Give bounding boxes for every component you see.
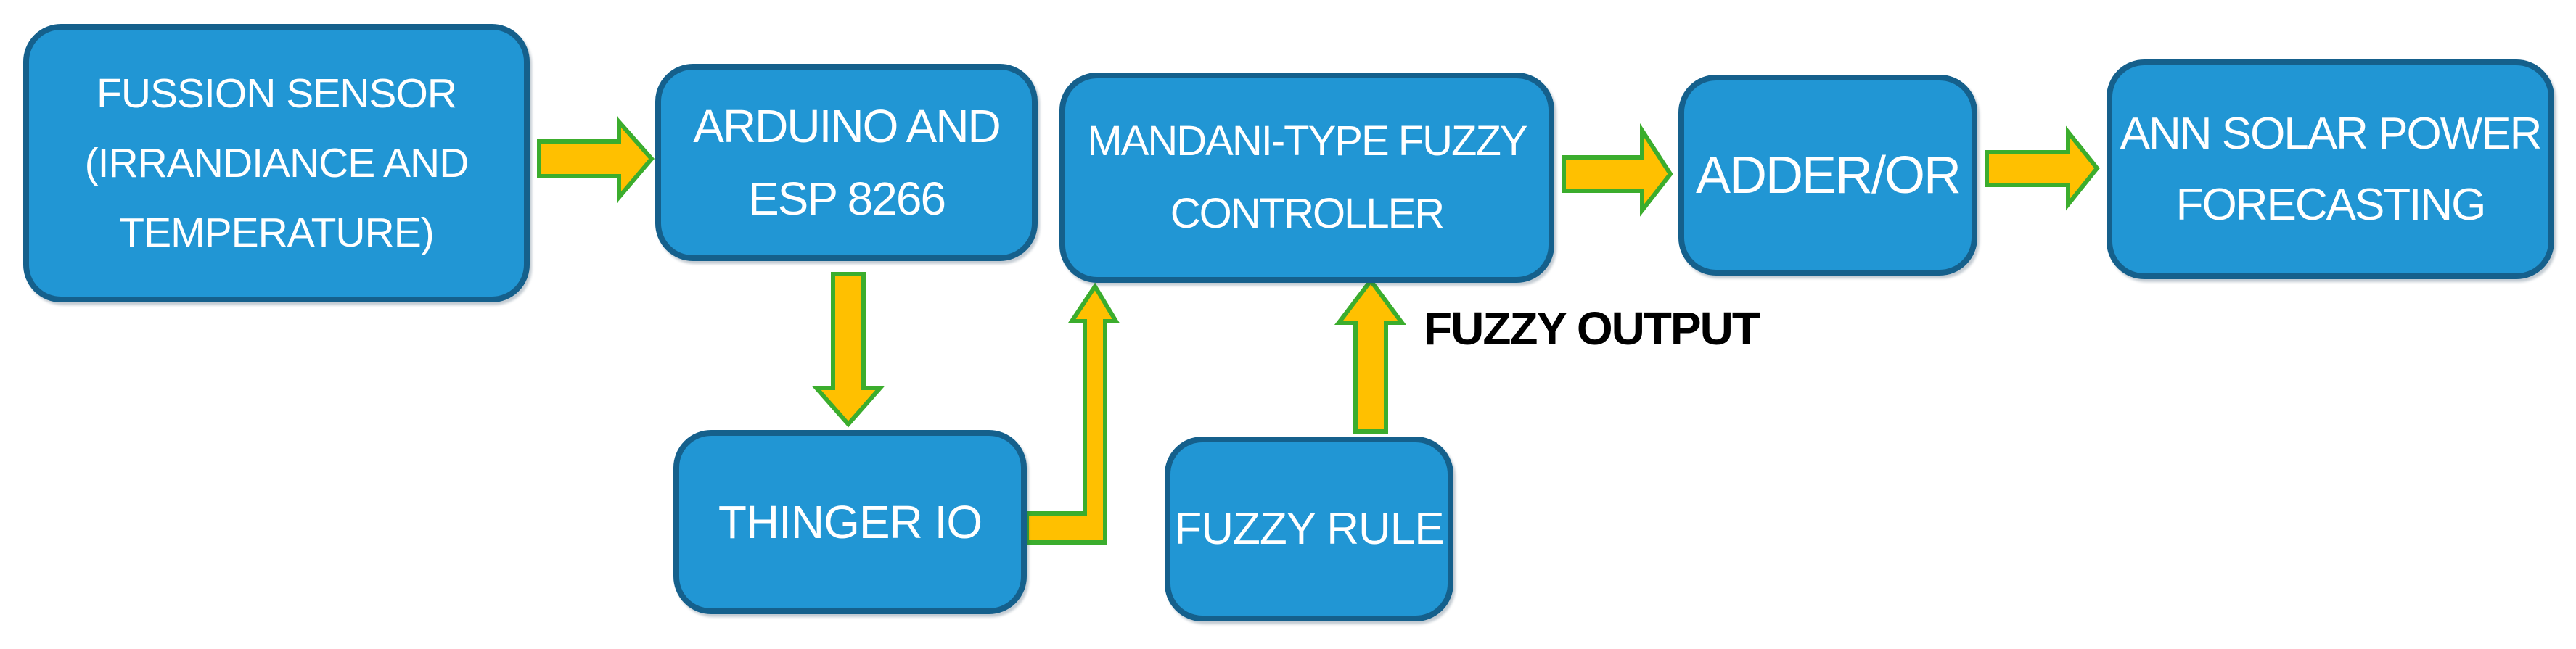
- box-label-line: ESP 8266: [747, 173, 946, 225]
- fuzzy-output-annotation: FUZZY OUTPUT: [1424, 302, 1760, 355]
- arduino-esp8266-box: ARDUINO AND ESP 8266: [655, 64, 1038, 261]
- arrow-thinger-to-mandani-elbow: [1025, 282, 1120, 545]
- box-label-line: TEMPERATURE): [119, 210, 434, 256]
- arrow-fussion-to-arduino: [537, 116, 655, 204]
- adder-or-label: ADDER/OR: [1684, 143, 1972, 208]
- mandani-fuzzy-controller-label: MANDANI-TYPE FUZZY CONTROLLER: [1065, 105, 1549, 250]
- box-label-line: (IRRANDIANCE AND: [84, 140, 469, 186]
- box-label-line: CONTROLLER: [1170, 190, 1445, 237]
- fuzzy-rule-label: FUZZY RULE: [1170, 500, 1448, 558]
- thinger-io-box: THINGER IO: [673, 430, 1027, 614]
- box-label-line: FUSSION SENSOR: [97, 70, 457, 117]
- arrow-fuzzyrule-to-mandani: [1334, 276, 1406, 434]
- box-label-line: FUZZY RULE: [1174, 503, 1444, 554]
- arrow-adder-to-ann: [1985, 125, 2100, 211]
- ann-solar-power-forecasting-label: ANN SOLAR POWER FORECASTING: [2112, 99, 2548, 241]
- fussion-sensor-box: FUSSION SENSOR (IRRANDIANCE AND TEMPERAT…: [23, 24, 530, 302]
- arrow-mandani-to-adder: [1562, 123, 1673, 217]
- fuzzy-rule-box: FUZZY RULE: [1165, 437, 1453, 621]
- arduino-esp8266-label: ARDUINO AND ESP 8266: [661, 90, 1032, 235]
- box-label-line: ARDUINO AND: [693, 100, 1001, 152]
- box-label-line: MANDANI-TYPE FUZZY: [1087, 117, 1527, 165]
- mandani-fuzzy-controller-box: MANDANI-TYPE FUZZY CONTROLLER: [1059, 73, 1554, 283]
- box-label-line: THINGER IO: [718, 496, 983, 548]
- box-label-line: ADDER/OR: [1695, 146, 1961, 204]
- thinger-io-label: THINGER IO: [679, 493, 1021, 551]
- fussion-sensor-label: FUSSION SENSOR (IRRANDIANCE AND TEMPERAT…: [29, 59, 524, 268]
- box-label-line: FORECASTING: [2175, 179, 2487, 230]
- arrow-arduino-to-thinger: [811, 272, 885, 428]
- ann-solar-power-forecasting-box: ANN SOLAR POWER FORECASTING: [2107, 59, 2554, 279]
- box-label-line: ANN SOLAR POWER: [2120, 108, 2543, 159]
- adder-or-box: ADDER/OR: [1678, 75, 1977, 276]
